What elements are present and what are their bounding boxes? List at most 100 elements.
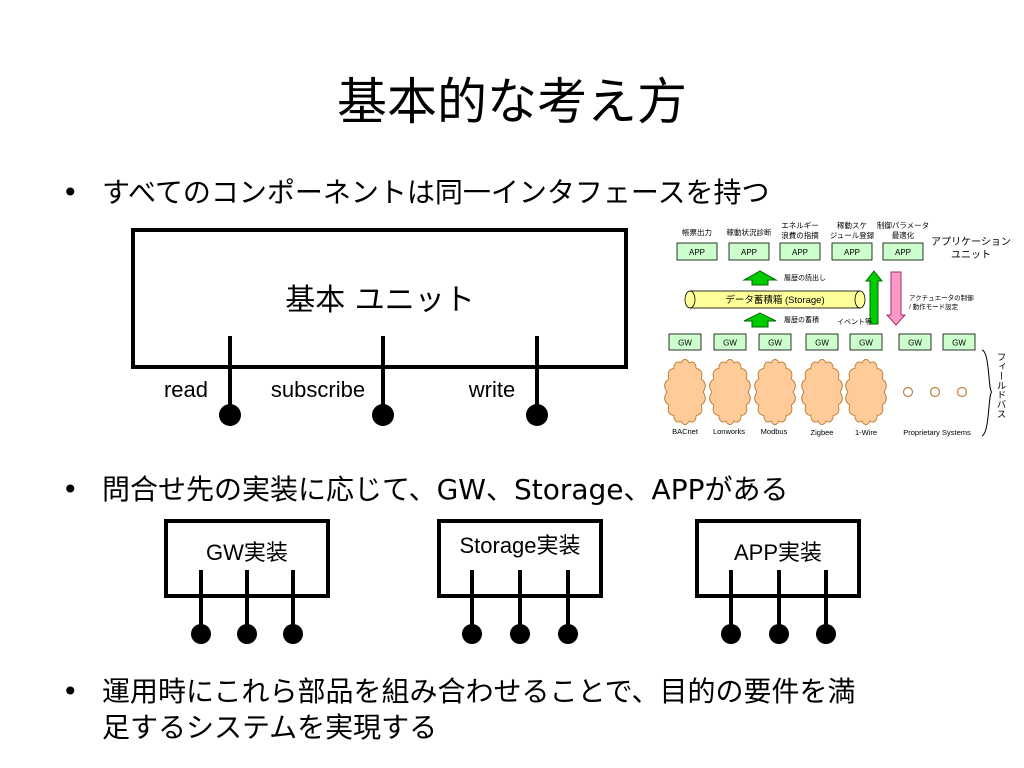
history-read-label: 履歴の読出し (784, 273, 826, 282)
app-layer-label: アプリケーション (931, 236, 1011, 248)
app-box-label: APP (792, 248, 808, 257)
bullet-1-text: すべてのコンポーネントは同一インタフェースを持つ (102, 176, 770, 209)
device-clouds (664, 358, 887, 426)
bullet-2-text: 問合せ先の実装に応じて、GW、Storage、APPがある (102, 473, 789, 506)
history-store-label: 履歴の蓄積 (784, 315, 819, 324)
ellipsis-dot (929, 386, 941, 398)
gw-box (898, 333, 932, 351)
impl-label-storage: Storage実装 (459, 533, 580, 558)
cloud-shape (754, 358, 796, 426)
gw-box (942, 333, 976, 351)
impl-label-app: APP実装 (734, 540, 822, 565)
event-label: イベント等 (837, 317, 872, 326)
storage-label: データ蓄積箱 (Storage) (725, 294, 824, 306)
device-cloud (664, 358, 706, 426)
app-label: 制御パラメータ (877, 220, 929, 230)
port-terminal (219, 404, 241, 426)
port-terminal (372, 404, 394, 426)
app-box-label: APP (741, 248, 757, 257)
page-title: 基本的な考え方 (337, 73, 687, 131)
impl-port-terminal (191, 624, 211, 644)
impl-units: GW実装 Storage実装 APP実装 (164, 519, 861, 644)
device-cloud (845, 358, 887, 426)
ellipsis-dot (956, 386, 968, 398)
gw-box-label: GW (908, 339, 922, 348)
protocol-label: 1-Wire (855, 428, 877, 437)
protocol-label: Zigbee (811, 428, 834, 437)
app-box-label: APP (689, 248, 705, 257)
app-box-label: APP (844, 248, 860, 257)
port-label-subscribe: subscribe (271, 377, 365, 402)
app-label: エネルギー (781, 221, 819, 230)
fieldbus-label: フィールドバス (995, 352, 1007, 419)
cloud-shape (709, 358, 751, 426)
app-label: 最適化 (892, 230, 915, 240)
device-cloud (801, 358, 843, 426)
cloud-shape (664, 358, 706, 426)
protocol-label: Lonworks (713, 427, 745, 436)
actuator-label: アクチュエータの制御 (909, 293, 974, 302)
app-layer-label: ユニット (951, 250, 991, 261)
store-arrow (743, 312, 777, 328)
port-label-write: write (468, 377, 515, 402)
architecture-diagram: 帳票出力 稼動状況診断 エネルギー 浪費の指摘 稼動スケ ジュール登録 制御パラ… (664, 220, 1011, 437)
gw-boxes: GW GW GW GW GW GW GW (668, 333, 976, 351)
port-terminal (526, 404, 548, 426)
gw-box-label: GW (952, 339, 966, 348)
protocol-label: Modbus (761, 427, 788, 436)
bullet-3-text-line1: 運用時にこれら部品を組み合わせることで、目的の要件を満 (102, 675, 856, 708)
gw-box (668, 333, 702, 351)
app-label: 浪費の指摘 (781, 230, 819, 240)
protocol-labels: BACnet Lonworks Modbus Zigbee 1-Wire Pro… (672, 427, 971, 437)
gw-box-label: GW (815, 339, 829, 348)
bullet-marker: • (62, 675, 79, 708)
protocol-label: BACnet (672, 427, 699, 436)
app-box (779, 242, 821, 261)
app-label: ジュール登録 (830, 230, 875, 240)
impl-port-terminal (462, 624, 482, 644)
actuator-arrow (885, 271, 907, 326)
gw-box (713, 333, 747, 351)
storage-end-right (854, 290, 866, 309)
app-label: 稼動状況診断 (727, 227, 772, 237)
gw-box (805, 333, 839, 351)
cloud-shape (845, 358, 887, 426)
app-label: 稼動スケ (837, 220, 867, 230)
gw-box-label: GW (859, 339, 873, 348)
actuator-label: / 動作モード設定 (909, 302, 959, 311)
impl-port-terminal (769, 624, 789, 644)
device-cloud (754, 358, 796, 426)
gw-box-label: GW (723, 339, 737, 348)
app-box (728, 242, 770, 261)
event-arrow (864, 270, 884, 325)
impl-label-gw: GW実装 (206, 540, 288, 565)
port-label-read: read (164, 377, 208, 402)
app-headers: 帳票出力 稼動状況診断 エネルギー 浪費の指摘 稼動スケ ジュール登録 制御パラ… (682, 220, 929, 240)
storage-cylinder: データ蓄積箱 (Storage) (684, 290, 866, 309)
impl-port-terminal (721, 624, 741, 644)
impl-port-terminal (510, 624, 530, 644)
gw-box (849, 333, 883, 351)
impl-port-terminal (816, 624, 836, 644)
impl-port-terminal (558, 624, 578, 644)
impl-port-terminal (283, 624, 303, 644)
gw-box-label: GW (768, 339, 782, 348)
impl-port-terminal (237, 624, 257, 644)
gw-box (758, 333, 792, 351)
bullet-3-text-line2: 足するシステムを実現する (102, 711, 438, 744)
app-label: 帳票出力 (682, 227, 712, 237)
fieldbus-brace (981, 349, 993, 437)
impl-ports (191, 570, 836, 644)
app-box (831, 242, 873, 261)
app-boxes: APP APP APP APP APP (676, 242, 924, 261)
bullet-marker: • (62, 473, 79, 506)
gw-box-label: GW (678, 339, 692, 348)
unit-label: 基本 ユニット (285, 283, 475, 318)
app-box (676, 242, 718, 261)
app-box (882, 242, 924, 261)
cloud-shape (801, 358, 843, 426)
read-arrow (742, 270, 778, 286)
basic-unit: 基本 ユニット read subscribe write (131, 228, 628, 426)
app-box-label: APP (895, 248, 911, 257)
